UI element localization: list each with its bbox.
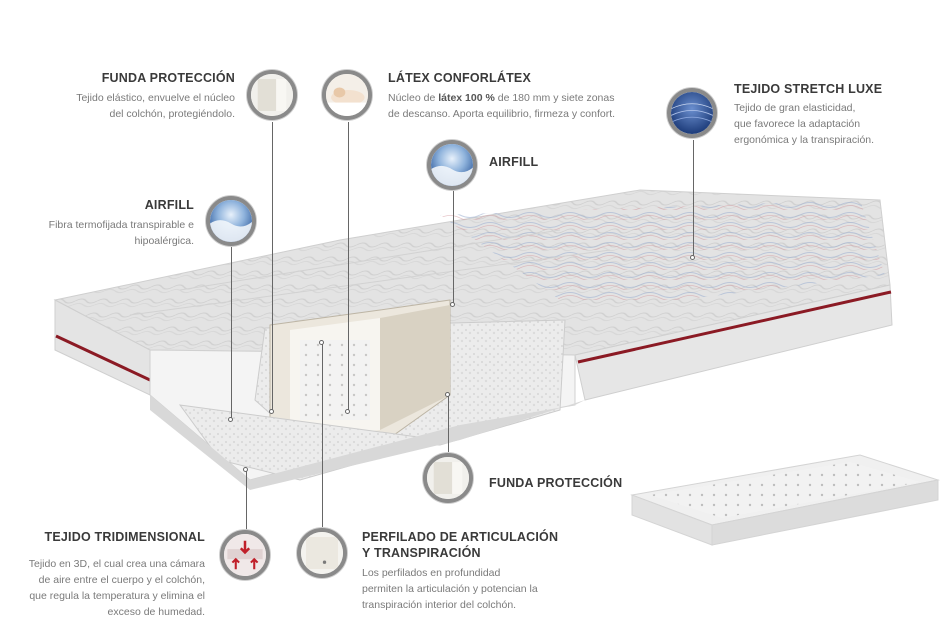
leader-dot-latex (345, 409, 350, 414)
stretch-luxe-icon (667, 88, 717, 138)
funda-bottom-title: FUNDA PROTECCIÓN (489, 476, 623, 490)
perfilado-title-line2: Y TRANSPIRACIÓN (362, 546, 481, 560)
latex-title: LÁTEX CONFORLÁTEX (388, 71, 531, 85)
funda-top-desc-line: del colchón, protegiéndolo. (109, 108, 235, 120)
leader-dot-funda-bottom (445, 392, 450, 397)
latex-desc-bold: látex 100 % (438, 92, 495, 104)
leader-line-perfilado (322, 343, 323, 528)
leader-line-stretch (693, 140, 694, 258)
latex-desc-line: de descanso. Aporta equilibrio, firmeza … (388, 108, 616, 120)
airfill-left-desc-line: hipoalérgica. (134, 235, 194, 247)
leader-dot-airfill-left (228, 417, 233, 422)
perfilado-title-line1: PERFILADO DE ARTICULACIÓN (362, 530, 559, 544)
leader-line-funda-bottom (448, 395, 449, 455)
stretch-desc-line: Tejido de gran elasticidad, (734, 102, 856, 114)
tridimensional-desc-line: que regula la temperatura y elimina el (29, 590, 205, 602)
stretch-title: TEJIDO STRETCH LUXE (734, 82, 883, 96)
latex-desc-pre: Núcleo de (388, 92, 439, 104)
leader-dot-perfilado (319, 340, 324, 345)
airfill-left-title: AIRFILL (144, 198, 194, 212)
airfill-center-icon (427, 140, 477, 190)
funda-top-title: FUNDA PROTECCIÓN (101, 71, 235, 85)
perfilado-desc: Los perfilados en profundidad permiten l… (362, 565, 582, 613)
leader-line-airfill-left (231, 245, 232, 420)
leader-line-funda-top (272, 122, 273, 412)
leader-dot-funda-top (269, 409, 274, 414)
leader-dot-tridimensional (243, 467, 248, 472)
airfill-left-icon (206, 196, 256, 246)
leader-line-airfill-center (453, 190, 454, 305)
perfilado-desc-line: Los perfilados en profundidad (362, 567, 501, 579)
tridimensional-title: TEJIDO TRIDIMENSIONAL (44, 530, 205, 544)
latex-desc-post: de 180 mm y siete zonas (494, 92, 615, 104)
tridimensional-desc-line: exceso de humedad. (107, 606, 205, 618)
leader-line-latex (348, 122, 349, 412)
stretch-desc-line: ergonómica y la transpiración. (734, 134, 875, 146)
latex-desc-line: Núcleo de látex 100 % de 180 mm y siete … (388, 90, 648, 106)
3d-fabric-airflow-icon (220, 530, 270, 580)
cover-fabric-icon (247, 70, 297, 120)
tridimensional-desc-line: de aire entre el cuerpo y el colchón, (38, 574, 205, 586)
leader-line-tridimensional (246, 470, 247, 530)
perfilado-desc-line: transpiración interior del colchón. (362, 599, 517, 611)
tridimensional-desc-line: Tejido en 3D, el cual crea una cámara (28, 558, 205, 570)
latex-desc: Núcleo de látex 100 % de 180 mm y siete … (388, 90, 648, 122)
leader-dot-stretch (690, 255, 695, 260)
profiled-foam-icon (297, 528, 347, 578)
stretch-desc-line: que favorece la adaptación (734, 118, 861, 130)
cover-fabric-bottom-icon (423, 453, 473, 503)
funda-top-desc-line: Tejido elástico, envuelve el núcleo (76, 92, 235, 104)
latex-sleeper-icon (322, 70, 372, 120)
airfill-left-desc-line: Fibra termofijada transpirable e (48, 219, 194, 231)
leader-dot-airfill-center (450, 302, 455, 307)
funda-top-desc: Tejido elástico, envuelve el núcleo del … (35, 90, 235, 122)
stretch-desc: Tejido de gran elasticidad, que favorece… (734, 100, 934, 148)
airfill-left-desc: Fibra termofijada transpirable e hipoalé… (4, 217, 194, 249)
tridimensional-desc: Tejido en 3D, el cual crea una cámara de… (5, 556, 205, 620)
airfill-center-title: AIRFILL (489, 155, 539, 169)
perfilado-desc-line: permiten la articulación y potencian la (362, 583, 538, 595)
